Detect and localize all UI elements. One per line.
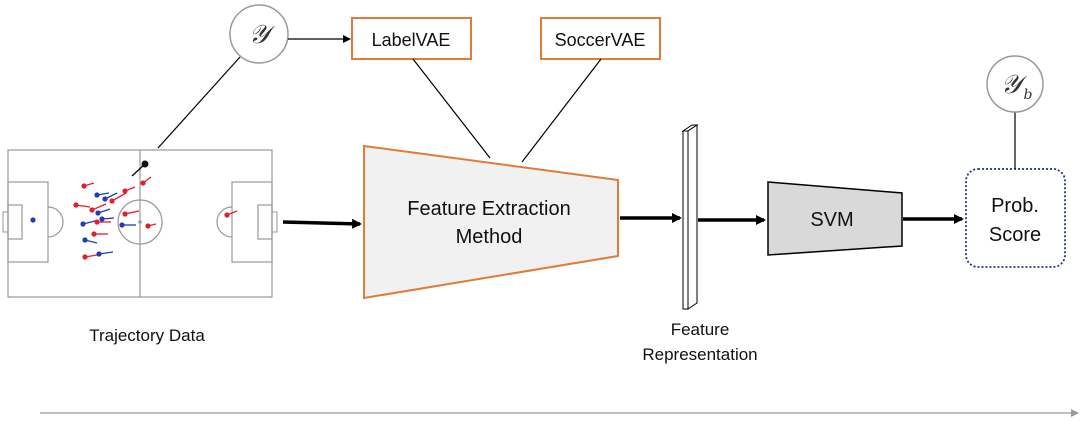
player-blue [82,237,88,243]
extractor-line2: Method [456,226,523,248]
player-red [94,219,100,225]
label-yb-node: 𝒴 b [986,55,1044,113]
player-red [89,207,95,213]
player-red [224,212,230,218]
trajectory-caption: Trajectory Data [89,326,205,345]
label-yb-subscript: b [1024,87,1033,103]
feature-representation-bar [681,124,699,310]
svm-label: SVM [810,209,853,231]
prob-line2: Score [989,224,1041,246]
svm-block: SVM [767,181,903,256]
player-red [91,231,97,237]
player-blue [94,192,100,198]
feature-extractor-block: Feature Extraction Method [363,144,619,300]
player-blue [96,251,102,257]
player-red [122,211,128,217]
feature-rep-line2: Representation [642,345,757,364]
player-red [122,188,128,194]
feature-rep-line1: Feature [671,320,730,339]
player-trajectories [30,176,238,260]
center-circle [117,199,163,245]
player-blue [80,221,86,227]
extractor-line1: Feature Extraction [407,198,570,220]
prob-line1: Prob. [991,195,1039,217]
player-red [81,183,87,189]
player-blue [30,217,36,223]
player-red [140,180,146,186]
soccer-pitch [2,149,278,298]
player-red [73,202,79,208]
soccervae-connector [521,58,602,163]
player-trail [111,192,127,202]
labelvae-box: LabelVAE [351,17,472,60]
player-red [82,254,88,260]
player-blue [119,222,125,228]
pitch-to-extractor-arrow [282,218,362,229]
prob-score-box: Prob. Score [965,168,1066,268]
ball [141,160,149,168]
soccervae-box: SoccerVAE [540,17,661,60]
player-blue [99,216,105,222]
soccervae-label: SoccerVAE [555,30,646,50]
labelvae-connector [412,58,491,159]
labelvae-label: LabelVAE [372,30,451,50]
player-red [145,223,151,229]
player-blue [102,196,108,202]
player-blue [95,210,101,216]
label-y-node: 𝒴 [229,4,289,64]
y-to-pitch-line [157,56,241,149]
player-red [109,198,115,204]
